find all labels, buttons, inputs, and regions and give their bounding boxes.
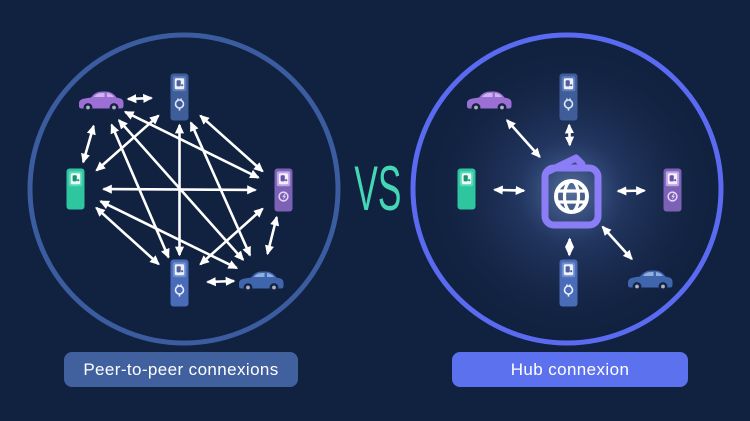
connexion-arrow <box>126 93 153 104</box>
connexion-arrow <box>95 114 160 172</box>
connexion-arrow <box>95 206 160 266</box>
connexion-arrow <box>564 123 575 147</box>
connexion-arrow <box>493 185 526 196</box>
electric-car-icon <box>464 86 514 114</box>
connexion-arrow <box>506 119 541 158</box>
charging-station-icon <box>559 259 578 307</box>
hub-connexion-label: Hub connexion <box>452 352 688 387</box>
hub-globe-icon <box>536 151 606 233</box>
connexion-arrow <box>102 184 257 195</box>
peer-to-peer-arrows <box>81 93 280 287</box>
charging-station-icon <box>170 259 189 307</box>
charging-station-icon <box>66 168 85 210</box>
connexion-arrow <box>199 207 264 266</box>
right-circle-outline <box>410 32 724 346</box>
electric-car-icon <box>76 86 126 114</box>
electric-car-icon <box>236 266 286 294</box>
charging-station-icon <box>663 168 682 212</box>
connexion-arrow <box>99 200 239 270</box>
connexion-arrow <box>616 186 646 196</box>
connexion-arrow <box>123 110 260 179</box>
connexion-arrow <box>601 225 633 261</box>
peer-to-peer-label: Peer-to-peer connexions <box>64 352 298 387</box>
charging-station-icon <box>170 73 189 121</box>
connexion-arrow <box>265 215 280 256</box>
charging-station-icon <box>559 73 578 121</box>
electric-car-icon <box>625 265 675 293</box>
connexion-arrow <box>206 276 236 287</box>
charging-station-icon <box>457 168 476 210</box>
hub-arrows <box>493 119 646 261</box>
charging-station-icon <box>274 168 293 212</box>
vs-text: VS <box>354 154 402 224</box>
left-circle-outline <box>27 32 341 346</box>
connexion-arrow <box>81 124 96 164</box>
